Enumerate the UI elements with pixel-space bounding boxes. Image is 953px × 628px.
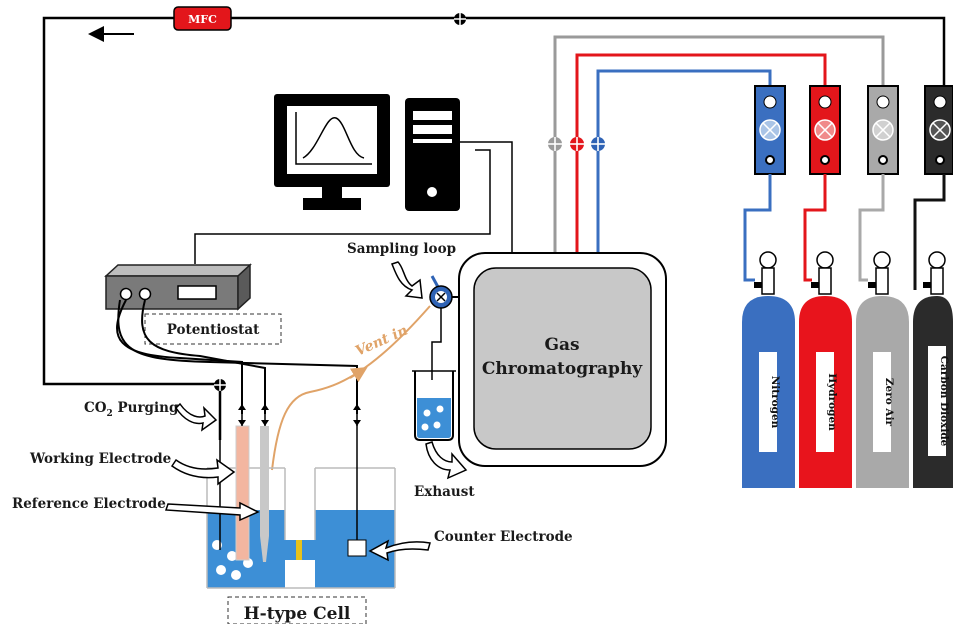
cylinder-carbon-dioxide: Carbon Dioxide (913, 251, 953, 488)
potentiostat-label-box (144, 313, 282, 345)
vent-direction-arrow (349, 366, 368, 383)
valve-symbols (548, 137, 605, 151)
chromatogram-icon (302, 117, 365, 159)
reference-electrode (260, 426, 269, 536)
exhaust-arrow-icon (425, 441, 468, 480)
cylinder-label: Zero Air (883, 378, 895, 427)
potentiostat-device (104, 263, 252, 311)
exhaust-tube (431, 308, 442, 380)
h-type-cell (206, 391, 396, 589)
counter-electrode-arrow-icon (368, 539, 431, 562)
potentiostat-label: Potentiostat (167, 322, 260, 338)
working-electrode (235, 425, 250, 561)
co2-purging-label: CO2 Purging (84, 400, 179, 419)
exhaust-label: Exhaust (414, 484, 475, 500)
flowmeter-carbon-dioxide (924, 85, 953, 175)
exhaust-beaker (412, 370, 456, 441)
flowmeter-zero-air (867, 85, 899, 175)
membrane (296, 540, 302, 560)
mfc-label: MFC (188, 13, 217, 26)
computer-monitor (274, 94, 390, 210)
cylinder-zero-air: Zero Air (856, 251, 909, 488)
gc-label-line1: Gas (544, 335, 579, 355)
mfc-box: MFC (173, 6, 232, 31)
flowmeter-nitrogen (754, 85, 786, 175)
electrode-cables (116, 299, 358, 414)
vent-line (271, 305, 431, 471)
working-electrode-label: Working Electrode (29, 451, 171, 467)
gc-label-line2: Chromatography (482, 359, 643, 379)
pc-to-gc-cable (460, 141, 513, 253)
flowmeter-hydrogen (809, 85, 841, 175)
junction-co2-purge (214, 379, 226, 391)
sampling-valve (429, 275, 459, 309)
working-electrode-arrow-icon (170, 458, 236, 486)
regulator-lines (743, 174, 946, 282)
gas-chromatograph: Gas Chromatography (458, 252, 667, 467)
reference-electrode-label: Reference Electrode (12, 496, 166, 512)
pc-to-potentiostat-cable (194, 149, 491, 264)
counter-electrode (347, 539, 367, 557)
reference-electrode-arrow-icon (164, 501, 260, 522)
h-cell-label: H-type Cell (244, 604, 351, 624)
cylinder-label: Carbon Dioxide (938, 356, 950, 447)
sampling-loop-arrow-icon (391, 261, 423, 299)
cylinder-hydrogen: Hydrogen (799, 251, 852, 488)
cylinder-label: Hydrogen (826, 373, 838, 431)
co2-purging-arrow-icon (175, 402, 218, 432)
junction-top (454, 13, 466, 25)
computer-tower (405, 98, 460, 211)
cylinder-nitrogen: Nitrogen (742, 251, 795, 488)
cylinder-label: Nitrogen (769, 376, 781, 429)
sampling-loop-label: Sampling loop (347, 241, 456, 257)
counter-electrode-label: Counter Electrode (434, 529, 573, 545)
